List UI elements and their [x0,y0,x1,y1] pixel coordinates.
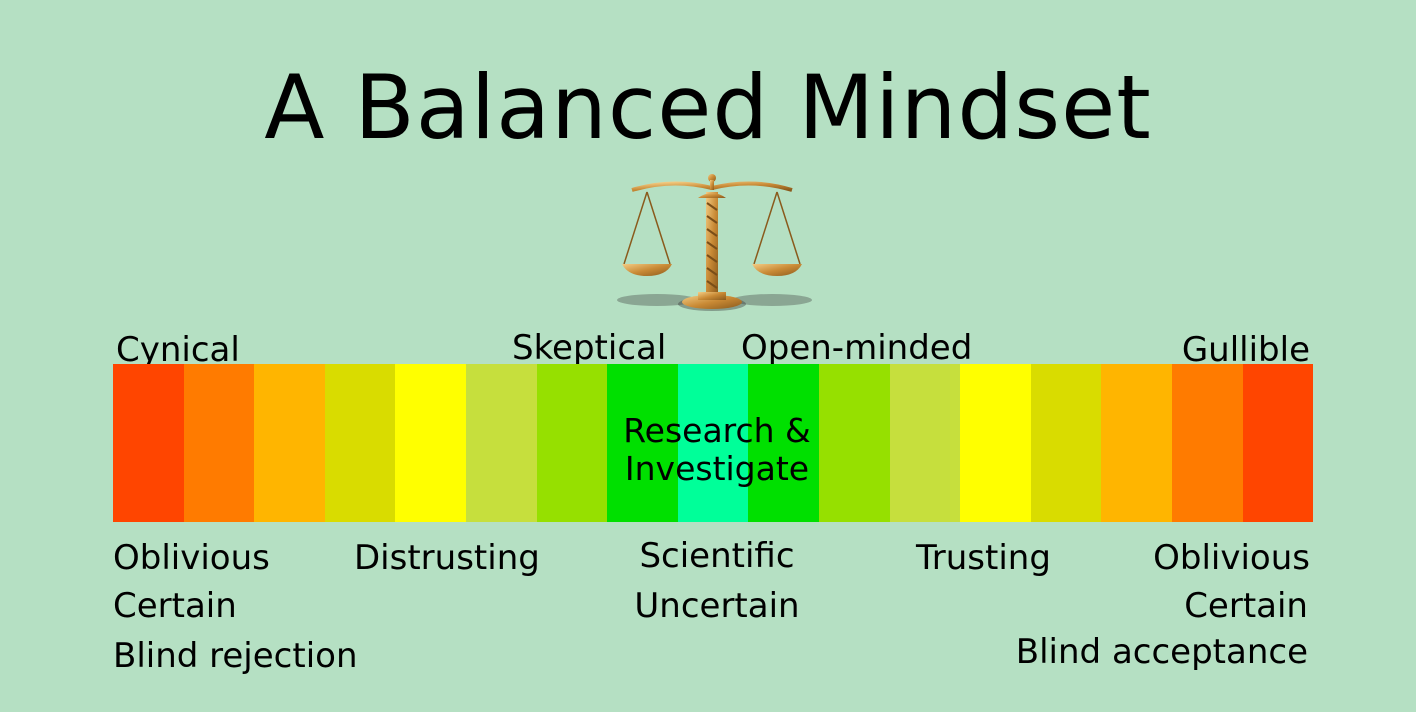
investigate-label: Investigate [624,449,810,488]
trusting-label: Trusting [916,538,1051,578]
scientific-label: Scientific [639,536,795,576]
spectrum-segment [254,364,325,522]
mindset-spectrum-bar [113,364,1314,522]
right-certain-label: Certain [1184,586,1308,626]
left-oblivious-label: Oblivious [113,538,270,578]
spectrum-segment [465,364,537,522]
label-cynical: Cynical [116,330,240,370]
spectrum-segment [183,364,255,522]
left-certain-label: Certain [113,586,237,626]
distrusting-label: Distrusting [354,538,540,578]
right-oblivious-label: Oblivious [1153,538,1310,578]
spectrum-segment [889,364,961,522]
label-open-minded: Open-minded [741,328,973,368]
spectrum-segment [818,364,890,522]
research-investigate-label: Research & Investigate [612,412,822,488]
scales-of-justice-icon [617,174,812,311]
blind-rejection-label: Blind rejection [113,636,358,676]
uncertain-label: Uncertain [634,586,800,626]
spectrum-segment [1171,364,1243,522]
spectrum-segment [677,364,749,522]
spectrum-segment [324,364,396,522]
research-label: Research & [623,411,811,450]
spectrum-segment [960,364,1031,522]
spectrum-segment [113,364,184,522]
spectrum-segment [1101,364,1172,522]
spectrum-segment [395,364,466,522]
page-title: A Balanced Mindset [264,56,1152,159]
blind-acceptance-label: Blind acceptance [1015,632,1308,672]
label-gullible: Gullible [1181,330,1310,370]
spectrum-segment [536,364,608,522]
spectrum-segment [748,364,819,522]
spectrum-segment [607,364,678,522]
spectrum-segment [1242,364,1314,522]
label-skeptical: Skeptical [512,328,667,368]
spectrum-segment [1030,364,1102,522]
